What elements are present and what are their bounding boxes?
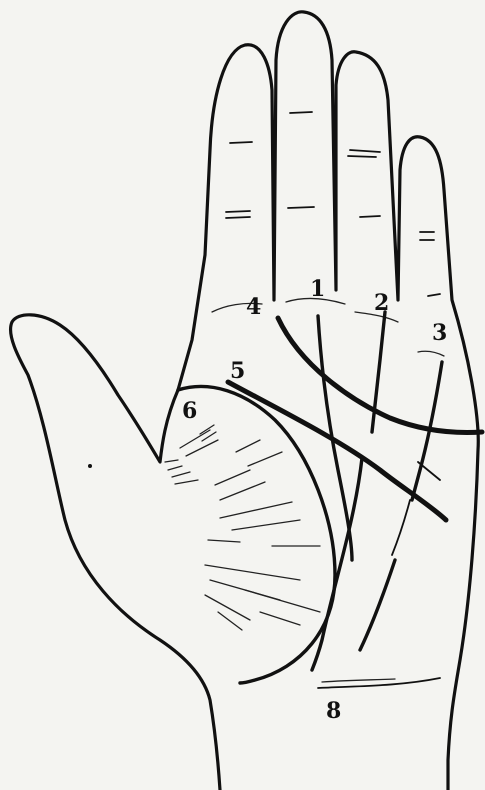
label-2: 2 [374,290,389,316]
line-8-shadow [322,679,395,682]
thumb-dot [88,464,92,468]
label-1: 1 [310,276,325,302]
hand-outline [178,12,478,790]
lower-line-b [392,500,410,555]
label-4: 4 [246,294,261,320]
lower-line-a [360,560,395,650]
label-6: 6 [182,398,197,424]
thumb-mount-hatching [165,425,320,630]
label-3: 3 [432,320,447,346]
label-8: 8 [326,698,341,724]
label-5: 5 [230,358,245,384]
line-6 [178,387,335,683]
